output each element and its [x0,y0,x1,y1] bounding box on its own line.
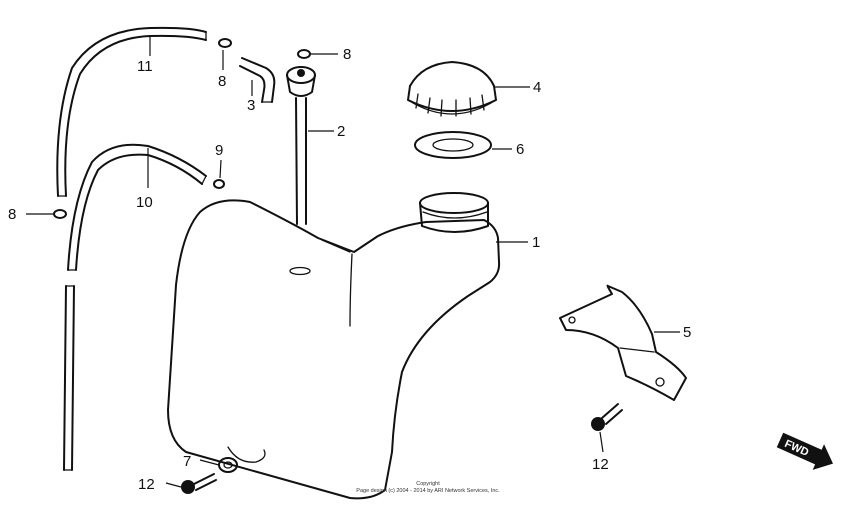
callout-8-right: 8 [343,46,351,63]
clip-8-left[interactable] [53,209,67,219]
callout-12-right: 12 [592,456,609,473]
callout-8-upper: 8 [218,73,226,90]
leader-lines [26,36,680,488]
tank-filler-neck [419,192,489,233]
clip-8-right[interactable] [297,49,311,59]
callout-10: 10 [136,194,153,211]
hose-10[interactable] [63,143,207,471]
callout-11: 11 [137,58,153,75]
tank-bracket[interactable] [559,284,687,401]
fuel-tank[interactable] [167,199,501,500]
callout-4: 4 [533,79,541,96]
copyright-notice: Copyright Page design (c) 2004 - 2014 by… [356,481,500,494]
tank-cap[interactable] [407,61,497,117]
callout-5: 5 [683,324,691,341]
callout-8-left: 8 [8,206,16,223]
callout-2: 2 [337,123,345,140]
callout-12-left: 12 [138,476,155,493]
callout-1: 1 [532,234,540,251]
callout-labels: 1 2 3 4 5 6 7 8 8 8 9 10 11 12 12 [8,46,691,493]
breather-tube[interactable] [286,66,316,225]
fwd-marker: FWD [776,432,833,470]
elbow-tube[interactable] [239,57,276,103]
callout-3: 3 [247,97,255,114]
callout-6: 6 [516,141,524,158]
cap-gasket[interactable] [414,131,492,159]
bolt-12-right[interactable] [591,403,623,431]
clip-9[interactable] [213,179,225,189]
callout-9: 9 [215,142,223,159]
copyright-line-2: Page design (c) 2004 - 2014 by ARI Netwo… [356,488,500,494]
bolt-12-left[interactable] [181,473,217,494]
clip-8-upper[interactable] [218,38,232,48]
hose-11[interactable] [56,26,207,197]
callout-7: 7 [183,453,191,470]
copyright-line-1: Copyright [416,481,440,487]
